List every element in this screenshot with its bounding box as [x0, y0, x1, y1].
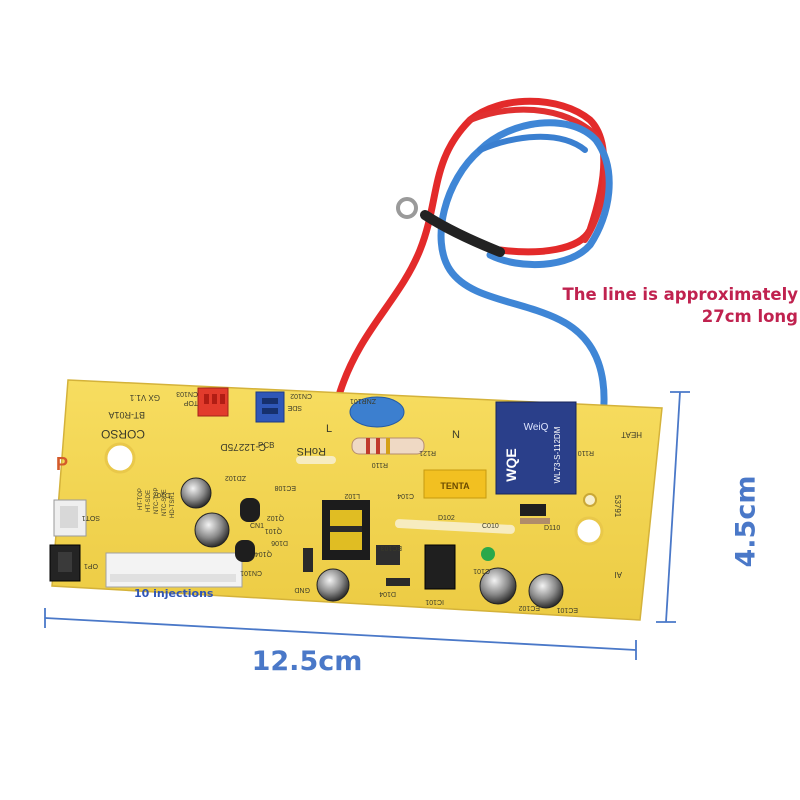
- op1-silk: OP1: [84, 562, 98, 569]
- transformer: [322, 500, 370, 560]
- d110-silk: D110: [544, 525, 560, 532]
- white-10pin-connector: [105, 552, 243, 588]
- cn103-silk: CN103: [176, 390, 198, 397]
- ring-terminal: [396, 197, 418, 219]
- red-connector: [197, 387, 229, 417]
- red-wire: [336, 97, 608, 396]
- black-connector: [49, 544, 81, 582]
- relay-model-text: WL73-S-112DM: [553, 426, 562, 483]
- d102-silk: D102: [438, 515, 455, 522]
- code-silk: C-12275D: [220, 441, 266, 452]
- c104-silk: C104: [397, 492, 414, 499]
- cn102-silk: CN102: [290, 392, 312, 399]
- c010-silk: C010: [482, 523, 499, 530]
- num-silk: 53791: [613, 495, 622, 518]
- tenta-capacitor: TENTA: [423, 469, 487, 499]
- blue-connector: [255, 391, 285, 423]
- silk-list: HT-TOP HT-SDE NTC-TOP NTC-SDE HD-TSR1 CN…: [138, 487, 264, 530]
- r121-silk: R121: [419, 449, 436, 456]
- top-silk: TOP: [183, 399, 198, 406]
- q104-silk: Q104: [255, 550, 272, 557]
- height-dimension: [656, 391, 690, 623]
- white-connector-small: [53, 499, 87, 537]
- ec101-silk: EC101: [556, 606, 578, 613]
- slot-hole: [395, 519, 515, 534]
- wire-length-note: The line is approximately 27cm long: [520, 284, 799, 328]
- brand-silk: CORSO: [101, 427, 145, 441]
- pcb-silk: PCB: [258, 441, 274, 450]
- mount-hole: [104, 442, 136, 474]
- znr101-silk: ZNR101: [350, 397, 376, 404]
- q101-silk: Q101: [265, 527, 282, 534]
- ground-lead: [420, 210, 505, 257]
- ec102-silk: EC102: [518, 604, 540, 611]
- sde-silk: SDE: [287, 404, 302, 411]
- slot-hole: [296, 456, 336, 464]
- width-dimension: [44, 608, 637, 660]
- zd102-silk: ZD102: [225, 474, 246, 481]
- ai-silk: AI: [614, 570, 622, 579]
- silk-list-item: NTC-SDE: [162, 489, 168, 516]
- mount-hole: [574, 516, 604, 546]
- blue-wire: [437, 119, 613, 436]
- connector-label: 10 injections: [134, 587, 214, 600]
- tenta-text: TENTA: [440, 481, 470, 491]
- wire-length-note-line2: 27cm long: [701, 307, 798, 326]
- width-label: 12.5cm: [251, 646, 363, 677]
- varistor: [349, 396, 405, 428]
- heat-silk: HEAT: [621, 430, 642, 439]
- silk-list-item: HT-TOP: [138, 488, 144, 510]
- d104-silk: D104: [379, 590, 396, 597]
- relay-sub-text: WeiQ: [524, 422, 549, 433]
- version-silk: GX V1.1: [129, 393, 160, 402]
- rohs-silk: RoHS: [297, 445, 326, 457]
- ic101-silk: IC101: [425, 598, 444, 605]
- d107-silk: D107: [153, 491, 170, 498]
- mount-hole: [583, 493, 597, 507]
- wire-harness: [336, 97, 613, 436]
- ec108-silk: EC108: [274, 484, 296, 491]
- sot1-silk: SOT1: [82, 514, 100, 521]
- cn101-silk: CN101: [240, 569, 262, 576]
- l-silk: L: [326, 423, 332, 435]
- electrolytic-capacitors: [180, 477, 564, 609]
- pcb-p-silk: P: [56, 454, 68, 474]
- gnd-silk: GND: [294, 586, 310, 593]
- r110b-silk: R110: [578, 449, 594, 456]
- relay-brand-text: WQE: [503, 448, 519, 481]
- height-label: 4.5cm: [730, 475, 762, 568]
- silk-list-item: HT-SDE: [146, 490, 152, 512]
- small-components: [235, 498, 550, 590]
- cn1-silk: CN1: [250, 523, 264, 530]
- model-silk: BT-R01A: [108, 410, 145, 420]
- resistor: [351, 437, 425, 455]
- c101-silk: C101: [473, 567, 490, 574]
- r110-silk: R110: [372, 461, 388, 468]
- relay: WeiQ WQE WL73-S-112DM: [495, 401, 577, 495]
- q102-silk: Q102: [267, 514, 284, 521]
- blue-wire-strand: [477, 133, 588, 153]
- silk-list-item: HD-TSR1: [170, 491, 176, 518]
- n-silk: N: [452, 429, 460, 441]
- l102-silk: L102: [344, 492, 360, 499]
- d106-silk: D106: [271, 539, 288, 546]
- wire-length-note-line1: The line is approximately: [562, 285, 799, 304]
- ec103-silk: EC103: [380, 544, 402, 551]
- silk-list-item: NTC-TOP: [154, 487, 160, 514]
